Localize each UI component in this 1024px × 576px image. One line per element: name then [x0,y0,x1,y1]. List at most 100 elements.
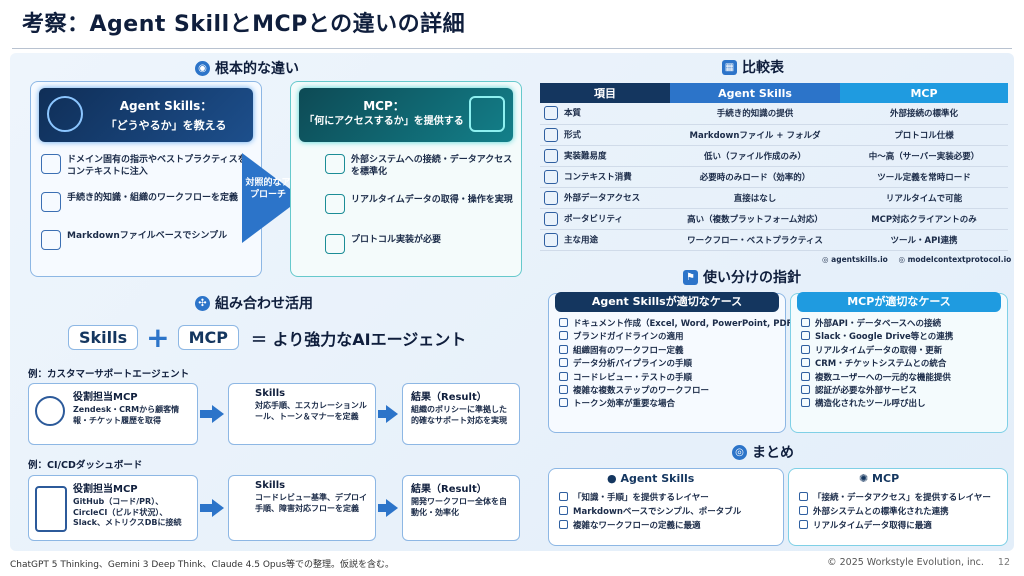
row-mcp-value: 外部接続の標準化 [840,103,1008,125]
list-item: リアルタイムデータ取得に最適 [799,519,991,533]
row-skills-value: 手続き的知識の提供 [670,103,840,125]
mcp-fundamental-item-text: 外部システムへの接続・データアクセスを標準化 [351,155,513,177]
source-skills[interactable]: agentskills.io [831,255,888,264]
mcp-fundamental-item: プロトコル実装が必要 [325,234,515,254]
data-pipeline-icon [559,358,568,368]
flow-arrow-icon [386,499,398,517]
list-item: 複雑なワークフローの定義に最適 [559,519,741,533]
realtime-icon [799,520,808,529]
row-label: コンテキスト消費 [564,172,632,182]
formula-skills: Skills [68,325,139,350]
source-mcp[interactable]: modelcontextprotocol.io [907,255,1012,264]
book-icon [544,106,558,121]
example2-result-title: 結果（Result） [411,484,487,495]
skills-usage-header: Agent Skillsが適切なケース [555,292,779,312]
example2-result-box: 結果（Result） 開発ワークフロー全体を自動化・効率化 [402,475,520,541]
skills-fundamental-card: Agent Skills： 「どうやるか」を教える ドメイン固有の指示やベストプ… [30,81,262,277]
table-row: 主な用途 ワークフロー・ベストプラクティスツール・API連携 [540,229,1008,251]
list-item: データ分析パイプラインの手順 [559,358,801,371]
skills-fundamental-item: Markdownファイルベースでシンプル [41,230,251,250]
markdown-file-icon [41,230,61,250]
mcp-summary-heading: ✺ MCP [859,472,900,485]
example2-skills-body: コードレビュー基準、デプロイ手順、障害対応フローを定義 [255,493,367,513]
row-mcp-value: MCP対応クライアントのみ [840,208,1008,230]
page-number: 12 [997,557,1010,568]
steps-icon [559,385,568,395]
code-icon [559,371,568,381]
document-icon [559,318,568,327]
comparison-header-item: 項目 [540,83,670,103]
example2-result-body: 開発ワークフロー全体を自動化・効率化 [411,497,507,517]
section-combination-heading: ✣ 組み合わせ活用 [195,293,313,313]
row-label: 形式 [564,130,582,140]
skills-fundamental-item-text: ドメイン固有の指示やベストプラクティスをコンテキストに注入 [67,155,247,177]
example2-mcp-title: 役割担当MCP [73,484,138,495]
shield-icon [801,385,810,395]
skills-fundamental-item-text: Markdownファイルベースでシンプル [67,231,228,241]
section-fundamental-title: 根本的な違い [215,61,299,77]
flow-arrow-shaft [200,410,214,418]
briefcase-icon [544,232,558,247]
hub-icon: ✺ [859,472,873,485]
brand-icon [559,331,568,341]
list-item: 組織固有のワークフロー定義 [559,344,801,358]
list-item: 「接続・データアクセス」を提供するレイヤー [799,491,991,505]
headset-icon [801,358,810,368]
section-summary-title: まとめ [752,445,794,461]
mcp-fundamental-card: MCP： 「何にアクセスするか」を提供する 外部システムへの接続・データアクセス… [290,81,522,277]
list-item: 外部API・データベースへの接続 [801,318,953,331]
example2-skills-box: Skills コードレビュー基準、デプロイ手順、障害対応フローを定義 [228,475,376,541]
table-row: 外部データアクセス直接はなしリアルタイムで可能 [540,187,1008,209]
api-icon [801,318,810,327]
formula-mcp: MCP [177,325,239,350]
row-skills-value: ワークフロー・ベストプラクティス [670,229,840,251]
users-icon [801,371,810,381]
integrations-logos-icon [35,486,67,532]
row-mcp-value: ツール・API連携 [840,229,1008,251]
example2-label: 例：CI/CDダッシュボード [28,460,143,471]
row-mcp-value: 中〜高（サーバー実装必要） [840,145,1008,167]
flow-arrow-icon [212,499,224,517]
footer-right: © 2025 Workstyle Evolution, inc.12 [827,557,1010,568]
server-icon [325,234,345,254]
example1-result-title: 結果（Result） [411,392,487,403]
page-title: 考察：Agent SkillとMCPとの違いの詳細 [22,12,466,37]
contrast-label: 対照的なアプローチ [245,178,291,200]
network-icon [799,492,808,501]
mcp-fundamental-item-text: リアルタイムデータの取得・操作を実現 [351,195,513,205]
example1-skills-body: 対応手順、エスカレーションルール、トーン＆マナーを定義 [255,401,367,421]
example2-mcp-box: 役割担当MCP GitHub（コード/PR）、CircleCI（ビルド状況）、S… [28,475,198,541]
skills-summary-heading: ● Agent Skills [607,472,695,485]
clock-icon [801,344,810,354]
list-item: ドキュメント作成（Excel, Word, PowerPoint, PDF） [559,318,801,331]
workflow-icon [559,344,568,354]
skills-summary-list: 「知識・手順」を提供するレイヤー Markdownベースでシンプル、ポータブル … [559,491,741,533]
battery-icon [544,169,558,184]
skills-fundamental-title: Agent Skills： [119,99,213,113]
example2-mcp-body: GitHub（コード/PR）、CircleCI（ビルド状況）、Slack、メトリ… [73,497,182,527]
title-divider [12,48,1012,49]
example1-result-body: 組織のポリシーに準拠した的確なサポート対応を実現 [411,405,507,425]
flow-arrow-icon [386,405,398,423]
puzzle-icon: ✣ [195,295,210,311]
mcp-fundamental-header: MCP： 「何にアクセスするか」を提供する [299,88,513,142]
section-comparison-title: 比較表 [742,60,784,76]
link-icon: ◎ [898,255,908,264]
document-icon [41,154,61,174]
lightbulb-icon: ● [607,472,621,485]
row-label: 主な用途 [564,235,599,245]
example1-skills-title: Skills [255,388,286,399]
row-label: ポータビリティ [564,214,623,224]
skills-usage-card: Agent Skillsが適切なケース ドキュメント作成（Excel, Word… [548,292,801,433]
list-item: CRM・チケットシステムとの統合 [801,358,953,371]
row-skills-value: 必要時のみロード（効率的） [670,166,840,188]
comparison-table: 項目 Agent Skills MCP 本質手続き的知識の提供外部接続の標準化 … [540,83,1008,251]
example1-mcp-body: Zendesk・CRMから顧客情報・チケット履歴を取得 [73,405,180,425]
comparison-sources: ◎ agentskills.io ◎ modelcontextprotocol.… [822,255,1011,264]
list-item: ブランドガイドラインの適用 [559,331,801,344]
skills-usage-list: ドキュメント作成（Excel, Word, PowerPoint, PDF） ブ… [559,318,801,412]
row-label: 本質 [564,108,582,119]
network-database-icon [469,96,505,132]
example1-label: 例：カスタマーサポートエージェント [28,369,190,380]
token-icon [559,398,568,408]
